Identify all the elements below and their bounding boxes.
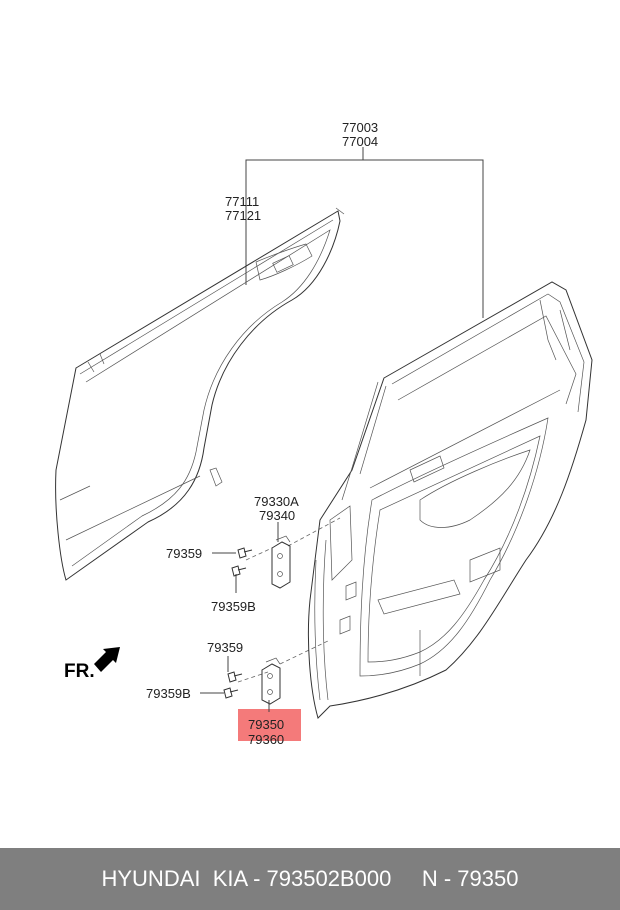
- label-upper-hinge-a: 79330A: [254, 494, 299, 509]
- highlight-box: [238, 709, 301, 741]
- footer-part-info: HYUNDAI KIA - 793502B000 N - 79350: [101, 866, 519, 891]
- label-lower-bolt-b: 79359B: [146, 686, 191, 701]
- front-label: FR.: [64, 661, 95, 682]
- label-outer-panel-b: 77121: [225, 208, 261, 223]
- label-door-assy-a: 77003: [342, 120, 378, 135]
- label-lower-hinge-b: 79360: [248, 732, 284, 747]
- front-direction-arrow-icon: [94, 647, 120, 672]
- label-door-assy-b: 77004: [342, 134, 378, 149]
- label-upper-bolt-b: 79359B: [211, 599, 256, 614]
- label-lower-hinge-a: 79350: [248, 717, 284, 732]
- label-outer-panel-a: 77111: [225, 194, 259, 209]
- label-upper-bolt-a: 79359: [166, 546, 202, 561]
- label-lower-bolt-a: 79359: [207, 640, 243, 655]
- footer-bar: HYUNDAI KIA - 793502B000 N - 79350: [0, 848, 620, 910]
- upper-hinge: [271, 535, 291, 589]
- leader-lines: [200, 147, 484, 712]
- outer-door-panel: [55, 207, 345, 581]
- lower-hinge: [261, 657, 281, 705]
- label-upper-hinge-b: 79340: [259, 508, 295, 523]
- lower-bolts: [223, 671, 243, 699]
- door-frame-assembly: [307, 281, 593, 719]
- upper-bolts: [231, 547, 253, 577]
- parts-diagram: 77003 77004 77111 77121 79330A 79340 793…: [55, 120, 593, 747]
